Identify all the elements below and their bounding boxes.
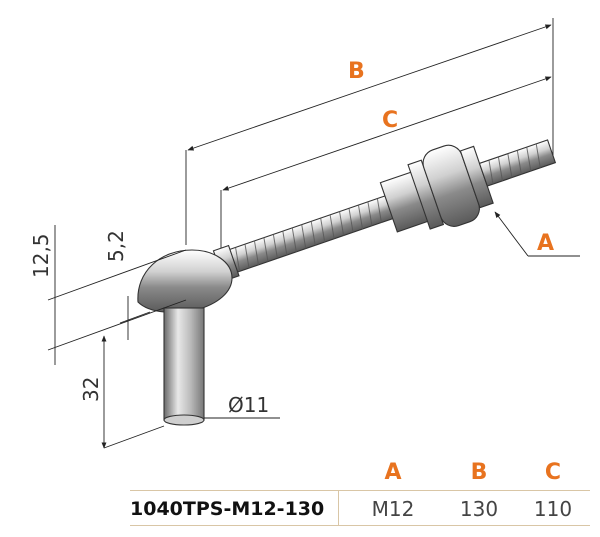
threaded-shaft <box>212 139 557 282</box>
header-b: B <box>470 460 488 485</box>
value-c: 110 <box>533 497 573 521</box>
header-c: C <box>544 460 562 485</box>
label-12-5: 12,5 <box>29 233 53 278</box>
label-32: 32 <box>79 377 103 402</box>
spec-data-row: 1040TPS-M12-130 M12 130 110 <box>130 490 590 526</box>
header-a: A <box>384 460 402 485</box>
reference-code: 1040TPS-M12-130 <box>130 498 325 520</box>
spec-header-row: A B C <box>130 460 590 488</box>
dimension-32 <box>101 335 165 449</box>
value-a: M12 <box>371 497 415 521</box>
dimension-12-5 <box>47 225 187 365</box>
label-a: A <box>537 231 554 256</box>
dimension-c <box>220 76 552 250</box>
dome-head <box>137 249 233 313</box>
vertical-pin <box>163 307 205 426</box>
label-b: B <box>348 59 365 84</box>
dimension-5-2 <box>119 296 151 340</box>
label-diameter: Ø11 <box>228 393 269 417</box>
column-divider <box>338 491 339 525</box>
label-c: C <box>382 108 398 133</box>
value-b: 130 <box>459 497 499 521</box>
label-5-2: 5,2 <box>104 230 128 262</box>
callout-a <box>494 211 580 257</box>
